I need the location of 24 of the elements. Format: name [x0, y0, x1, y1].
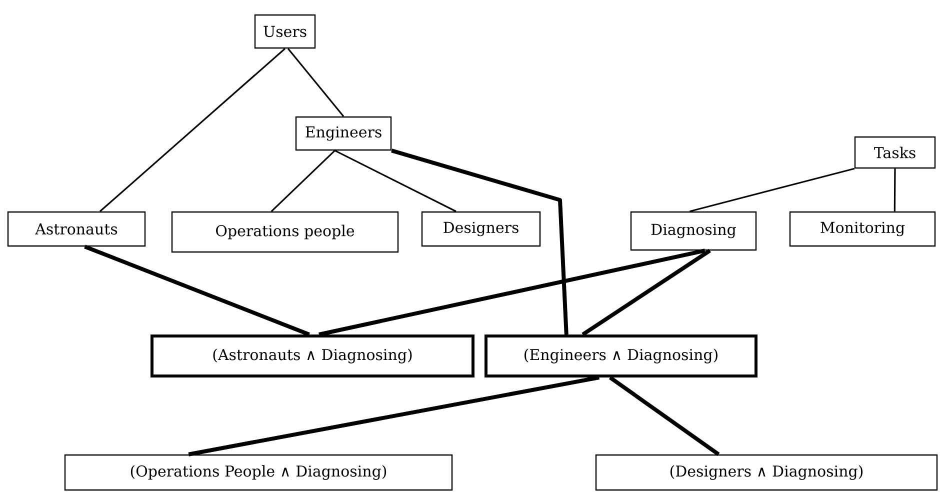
label-box: Monitoring [789, 211, 936, 247]
label-box: Operations people [171, 211, 399, 253]
connector-line [84, 244, 310, 336]
label-box: Users [254, 14, 316, 49]
connector-line [391, 148, 568, 335]
connector-line [690, 168, 855, 212]
connector-line [287, 48, 344, 117]
connector-line [334, 150, 456, 212]
label-box: Tasks [854, 136, 936, 169]
connector-line [270, 150, 336, 212]
label-box: (Operations People ∧ Diagnosing) [64, 454, 453, 491]
connector-line [318, 248, 706, 336]
connector-line [582, 248, 712, 336]
label-box: Engineers [295, 116, 392, 151]
label-box: (Astronauts ∧ Diagnosing) [150, 334, 474, 378]
label-box: Astronauts [7, 211, 146, 247]
label-box: (Designers ∧ Diagnosing) [595, 454, 938, 491]
label-box: Diagnosing [630, 211, 757, 251]
connector-line [894, 168, 896, 212]
label-box: Designers [421, 211, 541, 247]
connector-line [99, 48, 286, 212]
connector-line [608, 376, 720, 456]
label-box: (Engineers ∧ Diagnosing) [484, 334, 758, 378]
connector-line [188, 376, 600, 456]
